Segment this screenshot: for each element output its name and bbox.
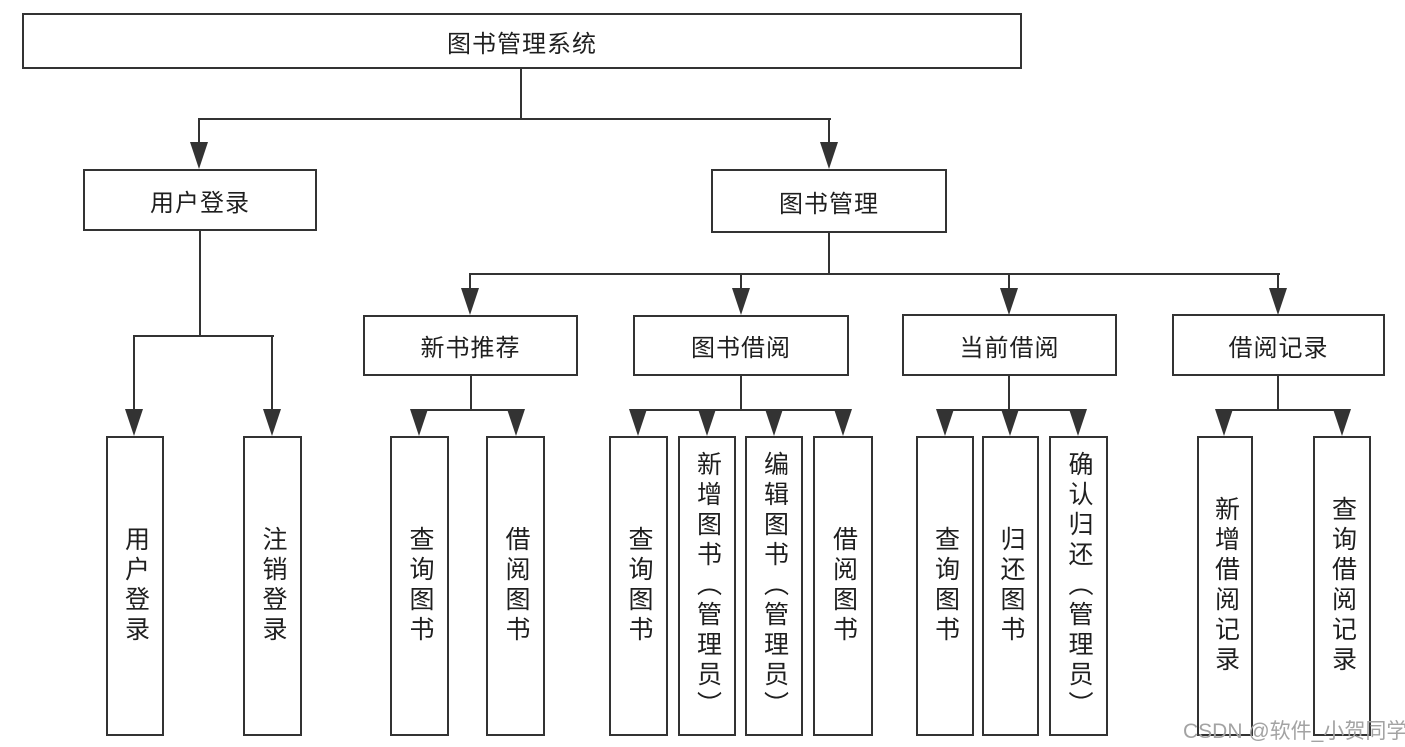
node-cb-query-book: 查询图书 (916, 436, 974, 736)
connector-borrow-record-hline (1224, 409, 1343, 411)
node-nb-borrow-book-label: 借阅图书 (502, 526, 530, 646)
connector-book-borrow-hline (638, 409, 844, 411)
node-book-mgmt-label: 图书管理 (779, 190, 879, 218)
node-current-borrow: 当前借阅 (902, 314, 1117, 376)
arrowhead-to-bb-query-book (629, 409, 647, 436)
arrowhead-to-borrow-record (1269, 288, 1287, 315)
arrowhead-to-leaf-logout (263, 409, 281, 436)
arrowhead-to-bb-borrow-book (834, 409, 852, 436)
connector-new-book-rec-hline (419, 409, 517, 411)
node-nb-query-book-label: 查询图书 (406, 526, 434, 646)
arrowhead-to-cb-query-book (936, 409, 954, 436)
node-bb-borrow-book: 借阅图书 (813, 436, 873, 736)
node-user-login: 用户登录 (83, 169, 317, 231)
arrowhead-to-book-borrow (732, 288, 750, 315)
connector-to-book-mgmt-stem (828, 118, 830, 145)
arrowhead-to-bb-add-book (698, 409, 716, 436)
node-bb-add-book-label: 新增图书（管理员） (693, 451, 722, 721)
connector-to-current-borrow-stem (1008, 273, 1010, 290)
connector-user-login-hline (134, 335, 274, 337)
node-br-add-record-label: 新增借阅记录 (1211, 496, 1240, 676)
arrowhead-to-nb-borrow-book (507, 409, 525, 436)
arrowhead-to-bb-edit-book (765, 409, 783, 436)
arrowhead-to-current-borrow (1000, 288, 1018, 315)
arrowhead-to-leaf-user-login (125, 409, 143, 436)
arrowhead-to-br-query-record (1333, 409, 1351, 436)
connector-borrow-record-stem (1277, 376, 1279, 411)
arrowhead-to-br-add-record (1215, 409, 1233, 436)
node-user-login-label: 用户登录 (150, 189, 250, 217)
node-borrow-record-label: 借阅记录 (1228, 334, 1329, 362)
node-leaf-user-login: 用户登录 (106, 436, 164, 736)
arrowhead-to-cb-return-book (1001, 409, 1019, 436)
connector-to-leaf-user-login-stem (133, 335, 135, 411)
node-nb-query-book: 查询图书 (390, 436, 449, 736)
connector-to-borrow-record-stem (1277, 273, 1279, 290)
node-borrow-record: 借阅记录 (1172, 314, 1385, 376)
node-cb-return-book: 归还图书 (982, 436, 1039, 736)
arrowhead-to-new-book-rec (461, 288, 479, 315)
node-bb-query-book-label: 查询图书 (625, 526, 653, 646)
node-cb-confirm-return: 确认归还（管理员） (1049, 436, 1108, 736)
node-current-borrow-label: 当前借阅 (959, 334, 1060, 362)
node-br-query-record-label: 查询借阅记录 (1328, 496, 1357, 676)
node-bb-borrow-book-label: 借阅图书 (829, 526, 858, 646)
connector-book-mgmt-hline (470, 273, 1280, 275)
arrowhead-to-user-login (190, 142, 208, 169)
node-new-book-rec: 新书推荐 (363, 315, 578, 376)
connector-to-user-login-stem (198, 118, 200, 145)
node-bb-edit-book-label: 编辑图书（管理员） (760, 451, 789, 721)
arrowhead-to-book-mgmt (820, 142, 838, 169)
node-root-label: 图书管理系统 (447, 30, 597, 58)
node-nb-borrow-book: 借阅图书 (486, 436, 545, 736)
node-br-add-record: 新增借阅记录 (1197, 436, 1253, 736)
node-root: 图书管理系统 (22, 13, 1022, 69)
node-cb-query-book-label: 查询图书 (931, 526, 960, 646)
connector-book-borrow-stem (740, 376, 742, 411)
connector-to-leaf-logout-stem (271, 335, 273, 411)
node-book-borrow-label: 图书借阅 (691, 335, 791, 362)
node-bb-edit-book: 编辑图书（管理员） (745, 436, 803, 736)
node-new-book-rec-label: 新书推荐 (420, 335, 521, 362)
connector-to-book-borrow-stem (740, 273, 742, 290)
connector-book-mgmt-stem (828, 233, 830, 274)
node-leaf-logout-label: 注销登录 (259, 526, 287, 646)
connector-root-stem (520, 69, 522, 119)
node-book-mgmt: 图书管理 (711, 169, 947, 233)
node-bb-add-book: 新增图书（管理员） (678, 436, 736, 736)
connector-root-hline (199, 118, 831, 120)
arrowhead-to-cb-confirm-return (1069, 409, 1087, 436)
node-bb-query-book: 查询图书 (609, 436, 668, 736)
node-leaf-logout: 注销登录 (243, 436, 302, 736)
node-leaf-user-login-label: 用户登录 (121, 526, 150, 646)
node-book-borrow: 图书借阅 (633, 315, 849, 376)
node-cb-return-book-label: 归还图书 (997, 526, 1025, 646)
arrowhead-to-nb-query-book (410, 409, 428, 436)
connector-to-new-book-rec-stem (469, 273, 471, 290)
node-cb-confirm-return-label: 确认归还（管理员） (1065, 451, 1093, 721)
connector-user-login-stem (199, 231, 201, 337)
connector-current-borrow-stem (1008, 376, 1010, 411)
watermark-text: CSDN @软件_小贺同学 (1183, 720, 1405, 743)
connector-new-book-rec-stem (470, 376, 472, 411)
node-br-query-record: 查询借阅记录 (1313, 436, 1371, 736)
